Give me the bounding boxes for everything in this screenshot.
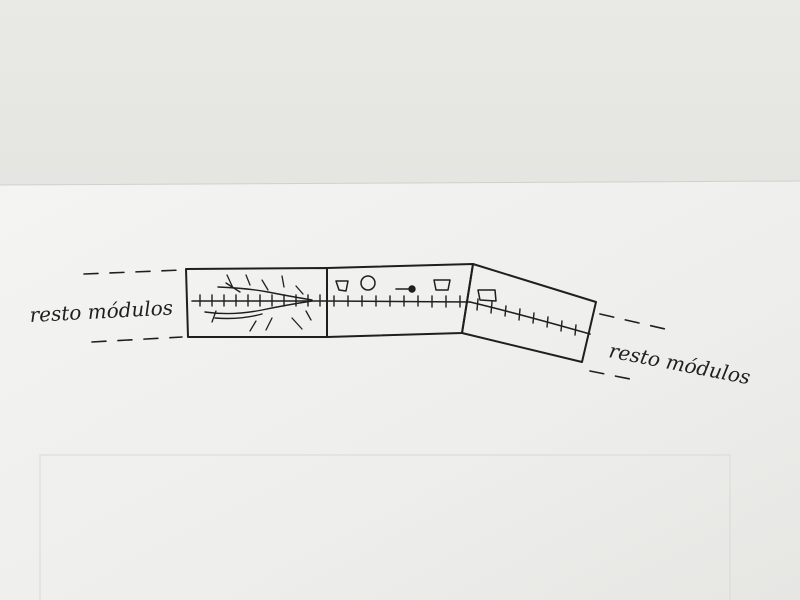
show-through-box bbox=[39, 454, 731, 600]
yard-hatching bbox=[211, 274, 312, 332]
building-small-left bbox=[335, 280, 349, 292]
track-ties bbox=[199, 294, 577, 336]
paper-edge bbox=[0, 180, 800, 186]
roundhouse-circle bbox=[360, 275, 376, 291]
left-continuation-dashes bbox=[83, 269, 183, 343]
signal-light bbox=[408, 285, 416, 293]
module-right bbox=[461, 263, 597, 363]
paper-sheet bbox=[0, 181, 800, 600]
building-right-module bbox=[477, 289, 497, 302]
building-small-right bbox=[433, 279, 451, 291]
right-continuation-dashes bbox=[589, 313, 666, 382]
